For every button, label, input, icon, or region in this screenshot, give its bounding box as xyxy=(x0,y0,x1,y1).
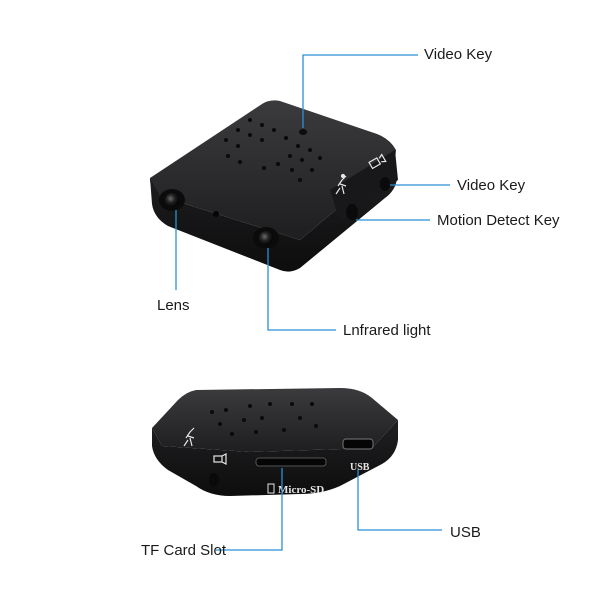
callout-motion-detect-key: Motion Detect Key xyxy=(437,212,560,229)
callout-video-key-top: Video Key xyxy=(424,46,493,63)
tf-card-slot xyxy=(255,457,327,467)
callout-line-infrared xyxy=(267,248,336,331)
back-motion-printed-icon xyxy=(183,427,195,447)
motion-detect-printed-icon xyxy=(335,173,347,195)
micro-sd-marking: Micro-SD xyxy=(278,484,324,496)
video-key-top-button xyxy=(299,129,307,135)
back-speaker-grille xyxy=(210,402,318,436)
video-key-printed-icon xyxy=(368,153,387,170)
callout-usb: USB xyxy=(450,524,481,541)
speaker-grille xyxy=(224,118,322,182)
callout-line-usb xyxy=(357,470,442,531)
callout-video-key-side: Video Key xyxy=(457,177,526,194)
callout-line-tf-card xyxy=(216,468,283,551)
camera-right-panel xyxy=(330,150,398,222)
camera-back-top-face xyxy=(152,388,398,452)
callout-lens: Lens xyxy=(157,297,190,314)
back-video-printed-icon xyxy=(213,453,227,465)
callout-line-video-key-top xyxy=(302,54,418,128)
callout-lines xyxy=(175,54,450,551)
camera-back-view: Micro-SD USB xyxy=(152,388,398,496)
motion-detect-key-button xyxy=(346,204,358,220)
camera-front-view xyxy=(150,100,398,272)
sd-card-printed-icon xyxy=(267,483,275,494)
usb-port xyxy=(342,438,374,450)
usb-marking: USB xyxy=(350,462,370,473)
back-side-button xyxy=(209,473,219,487)
infrared-light-icon xyxy=(253,227,279,249)
camera-top-face xyxy=(150,100,396,240)
video-key-side-button xyxy=(380,177,390,191)
callout-tf-card-slot: TF Card Slot xyxy=(141,542,227,559)
microphone-hole xyxy=(213,211,219,217)
callout-infrared-light: Lnfrared light xyxy=(343,322,431,339)
lens-icon xyxy=(159,189,185,211)
